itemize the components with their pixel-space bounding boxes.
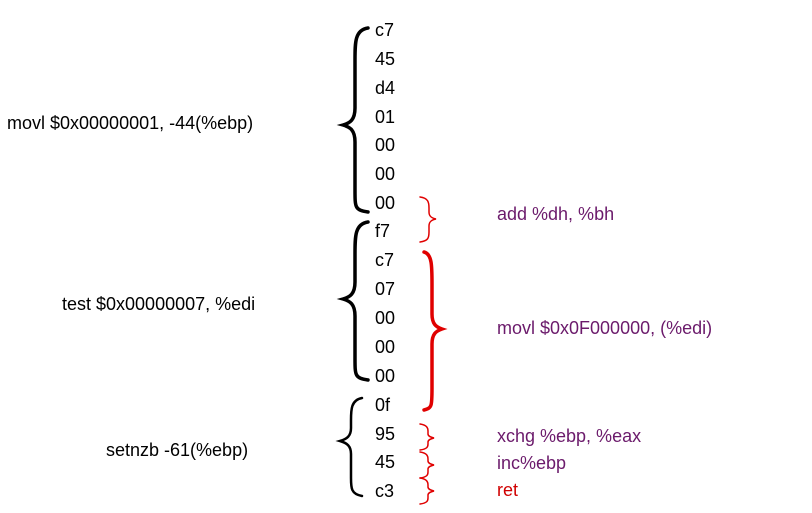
byte-1: c7 xyxy=(375,20,395,40)
label-setnzb-original: setnzb -61(%ebp) xyxy=(106,440,249,460)
label-add-misaligned: add %dh, %bh xyxy=(497,204,615,224)
brace-movl-original xyxy=(336,26,370,214)
brace-setnzb-original xyxy=(335,396,364,498)
brace-add-misaligned xyxy=(419,196,437,243)
label-inc-misaligned: inc%ebp xyxy=(497,453,567,473)
byte-9: c7 xyxy=(375,250,395,270)
brace-movl-misaligned xyxy=(422,250,448,412)
byte-4: 01 xyxy=(375,107,396,127)
byte-13: 00 xyxy=(375,366,396,386)
brace-xchg-misaligned xyxy=(419,423,435,451)
byte-5: 00 xyxy=(375,135,396,155)
byte-3: d4 xyxy=(375,78,396,98)
byte-16: 45 xyxy=(375,452,396,472)
byte-7: 00 xyxy=(375,193,396,213)
brace-inc-misaligned xyxy=(419,451,435,479)
byte-15: 95 xyxy=(375,424,396,444)
label-xchg-misaligned: xchg %ebp, %eax xyxy=(497,426,642,446)
brace-ret-misaligned xyxy=(419,477,435,505)
byte-8: f7 xyxy=(375,221,391,241)
brace-test-original xyxy=(336,220,370,382)
byte-10: 07 xyxy=(375,279,396,299)
byte-14: 0f xyxy=(375,395,391,415)
byte-17: c3 xyxy=(375,481,395,501)
byte-11: 00 xyxy=(375,308,396,328)
byte-2: 45 xyxy=(375,49,396,69)
byte-12: 00 xyxy=(375,337,396,357)
byte-6: 00 xyxy=(375,164,396,184)
label-test-original: test $0x00000007, %edi xyxy=(62,294,256,314)
label-movl-original: movl $0x00000001, -44(%ebp) xyxy=(7,113,254,133)
label-ret-misaligned: ret xyxy=(497,480,519,500)
label-movl-misaligned: movl $0x0F000000, (%edi) xyxy=(497,318,713,338)
